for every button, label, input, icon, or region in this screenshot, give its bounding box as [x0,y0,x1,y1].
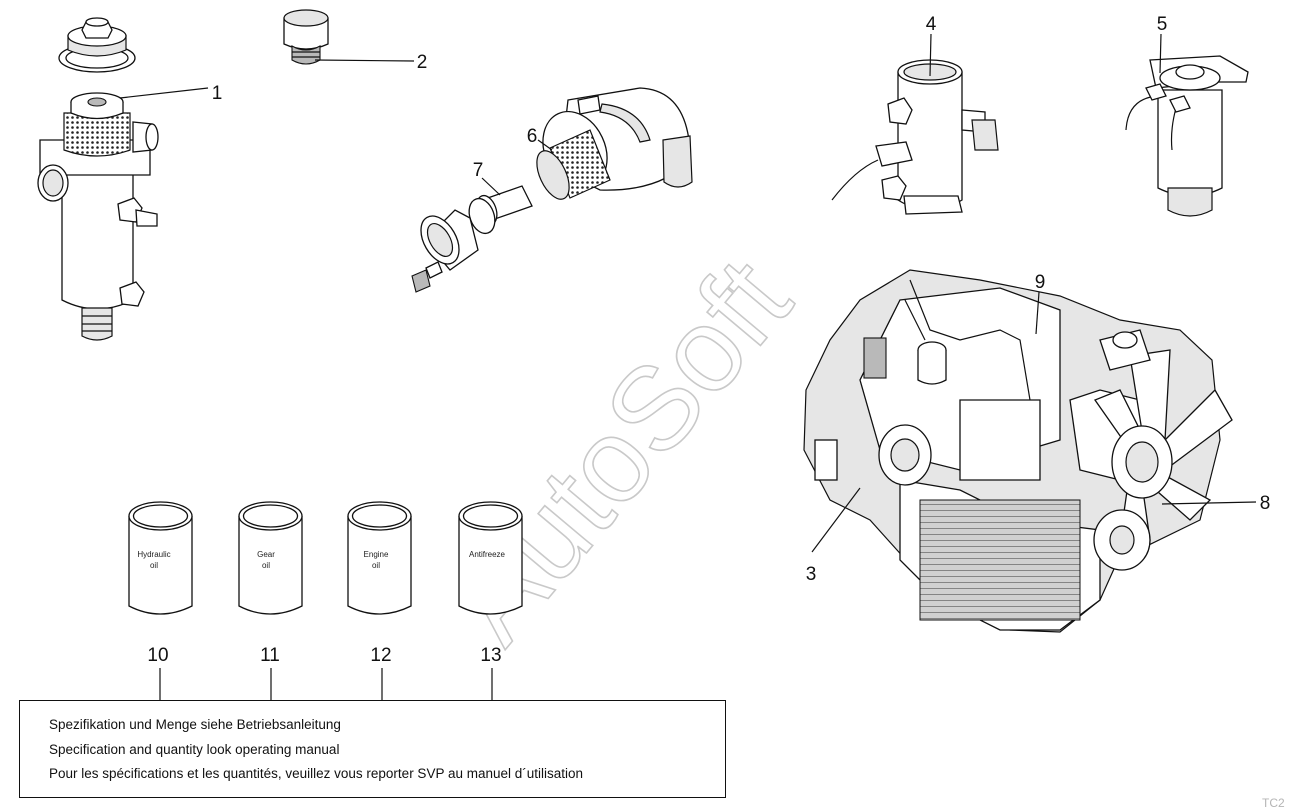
note-french: Pour les spécifications et les quantités… [49,766,584,781]
hydraulic-filter-part [37,17,159,341]
callout-1: 1 [212,83,223,104]
air-filter-cover-part [411,209,479,293]
callout-4: 4 [926,14,937,35]
diagram-code: TC2 [1262,796,1285,810]
container-label-line2: oil [262,561,270,570]
callout-5: 5 [1157,14,1168,35]
engine-assembly [803,269,1233,633]
container-label-line2: oil [150,561,158,570]
callout-10: 10 [147,645,168,666]
callout-8: 8 [1260,493,1271,514]
air-filter-element-part [536,129,611,200]
callout-7: 7 [473,160,484,181]
note-german: Spezifikation und Menge siehe Betriebsan… [49,717,341,732]
container-label-line1: Gear [257,550,275,559]
container-gear-oil: Gear oil [238,501,303,615]
fuel-prefilter-part [831,59,999,215]
callout-2: 2 [417,52,428,73]
callout-numbers: 1 2 3 4 5 6 7 8 9 10 11 12 13 [147,14,1270,666]
fuel-filter-part [1125,55,1249,217]
leader-lines [119,33,1257,701]
callout-3: 3 [806,564,817,585]
specification-note-box: Spezifikation und Menge siehe Betriebsan… [19,700,726,798]
container-label-line1: Hydraulic [137,550,170,559]
callout-6: 6 [527,126,538,147]
callout-11: 11 [260,645,280,666]
callout-13: 13 [480,645,501,666]
container-engine-oil: Engine oil [347,501,412,615]
container-hydraulic-oil: Hydraulic oil [128,501,193,615]
callout-9: 9 [1035,272,1046,293]
container-label-line1: Engine [364,550,389,559]
container-label-line1: Antifreeze [469,550,506,559]
container-label-line2: oil [372,561,380,570]
container-antifreeze: Antifreeze [458,501,523,615]
cooling-fan [1093,349,1233,541]
breather-plug-part [283,9,329,65]
note-english: Specification and quantity look operatin… [49,741,340,757]
callout-12: 12 [370,645,391,666]
